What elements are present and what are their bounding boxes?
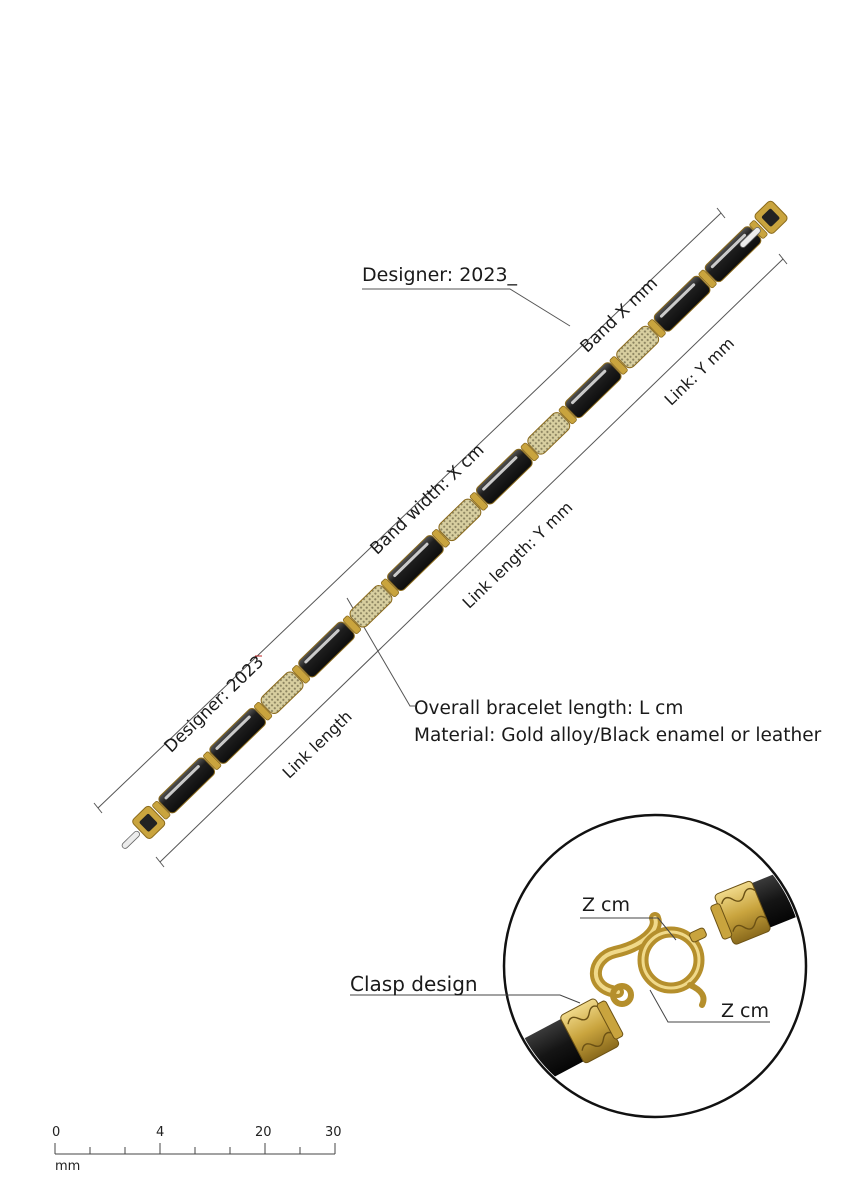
leather-cord-right bbox=[710, 839, 804, 945]
leader-overall-length bbox=[346, 597, 415, 707]
leader-designer-top bbox=[362, 288, 571, 327]
enamel-link bbox=[298, 621, 355, 678]
dimension-tick bbox=[93, 802, 103, 814]
gold-spacer bbox=[520, 442, 539, 462]
gold-spacer bbox=[431, 529, 450, 548]
label-material: Material: Gold alloy/Black enamel or lea… bbox=[414, 725, 822, 746]
gold-spacer bbox=[647, 319, 666, 338]
enamel-highlight bbox=[393, 542, 429, 578]
label-z-top: Z cm bbox=[582, 894, 631, 916]
gold-spacer bbox=[380, 578, 400, 598]
enamel-link bbox=[476, 448, 533, 505]
label-clasp-design: Clasp design bbox=[350, 972, 478, 996]
gold-spacer bbox=[558, 405, 577, 425]
clasp-detail bbox=[350, 813, 808, 1119]
leader-clasp-design bbox=[350, 994, 581, 1004]
scale-tick-label: 4 bbox=[156, 1125, 165, 1140]
leader-z-right bbox=[649, 989, 770, 1023]
pave-link bbox=[616, 325, 660, 369]
dimension-lines bbox=[93, 207, 788, 868]
enamel-link bbox=[387, 535, 444, 592]
bracelet-band bbox=[121, 200, 788, 849]
label-overall-length: Overall bracelet length: L cm bbox=[414, 698, 684, 719]
gold-spacer bbox=[698, 269, 717, 289]
dimension-tick bbox=[778, 253, 788, 265]
gold-spacer bbox=[203, 751, 222, 770]
end-post bbox=[739, 227, 761, 248]
gold-spacer bbox=[254, 702, 273, 721]
enamel-highlight bbox=[659, 283, 696, 318]
enamel-highlight bbox=[215, 715, 251, 750]
label-designer-top: Designer: 2023_ bbox=[362, 264, 518, 286]
pave-link bbox=[260, 671, 304, 714]
dimension-line-upper bbox=[97, 212, 722, 809]
scale-tick-label: 30 bbox=[325, 1125, 342, 1140]
leader-z-top bbox=[580, 917, 677, 941]
pave-link bbox=[438, 498, 482, 542]
scale-tick-label: 20 bbox=[255, 1125, 272, 1140]
dimension-tick bbox=[155, 856, 165, 868]
enamel-highlight bbox=[710, 233, 747, 269]
leader-lines bbox=[255, 288, 571, 707]
clasp-window bbox=[761, 208, 780, 227]
pave-link bbox=[349, 585, 393, 628]
label-z-right: Z cm bbox=[721, 1000, 770, 1022]
gold-spacer bbox=[292, 665, 311, 684]
enamel-link bbox=[209, 708, 266, 764]
enamel-highlight bbox=[571, 369, 607, 405]
pave-link bbox=[527, 412, 571, 455]
dimension-line-lower bbox=[159, 258, 784, 863]
enamel-highlight bbox=[304, 629, 340, 664]
dimension-tick bbox=[716, 207, 726, 219]
clasp-window bbox=[139, 814, 158, 832]
scale-bar bbox=[54, 1143, 336, 1155]
enamel-highlight bbox=[482, 456, 518, 491]
enamel-highlight bbox=[164, 765, 200, 800]
gold-spacer bbox=[469, 492, 488, 511]
jump-ring bbox=[610, 983, 634, 1007]
end-post bbox=[121, 830, 140, 849]
gold-spacer bbox=[609, 356, 628, 375]
gold-spacer bbox=[342, 615, 362, 634]
spec-note: Overall bracelet length: L cm Material: … bbox=[414, 695, 821, 749]
scale-tick-label: 0 bbox=[52, 1125, 61, 1140]
detail-circle bbox=[502, 813, 808, 1119]
enamel-link bbox=[564, 362, 622, 419]
gold-spacer bbox=[152, 801, 171, 820]
enamel-link bbox=[158, 757, 216, 814]
scale-unit: mm bbox=[55, 1159, 81, 1174]
enamel-link bbox=[653, 275, 711, 332]
